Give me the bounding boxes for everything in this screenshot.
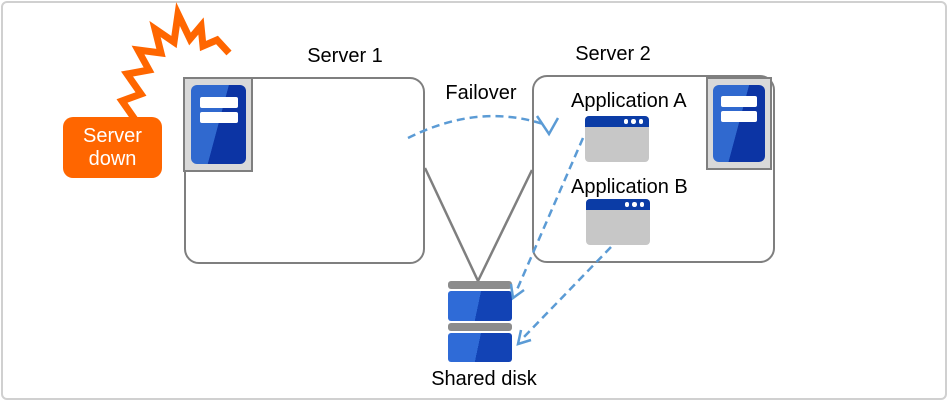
server1-label: Server 1 [307, 45, 383, 67]
server-tower-icon [713, 85, 765, 162]
window-dots-icon [623, 119, 643, 124]
server-tower-icon [191, 85, 246, 164]
app-window-icon-a [585, 116, 649, 162]
app-window-titlebar [585, 116, 649, 127]
shared-disk-label: Shared disk [431, 368, 537, 390]
server-slot [721, 96, 757, 107]
failover-label: Failover [445, 82, 517, 104]
server-down-label: Server down [83, 124, 142, 170]
app-window-icon-b [586, 199, 650, 245]
server-down-callout: Server down [63, 117, 162, 178]
app-window-titlebar [586, 199, 650, 210]
server2-label: Server 2 [575, 43, 651, 65]
disk-unit-1 [448, 291, 512, 321]
application-b-label: Application B [571, 176, 688, 198]
server-slot [200, 97, 238, 108]
application-a-label: Application A [571, 90, 687, 112]
disk-unit-2 [448, 333, 512, 362]
server-slot [200, 112, 238, 123]
server-slot [721, 111, 757, 122]
disk-stack-icon [448, 323, 512, 331]
disk-stack-icon [448, 281, 512, 289]
window-dots-icon [624, 202, 644, 207]
